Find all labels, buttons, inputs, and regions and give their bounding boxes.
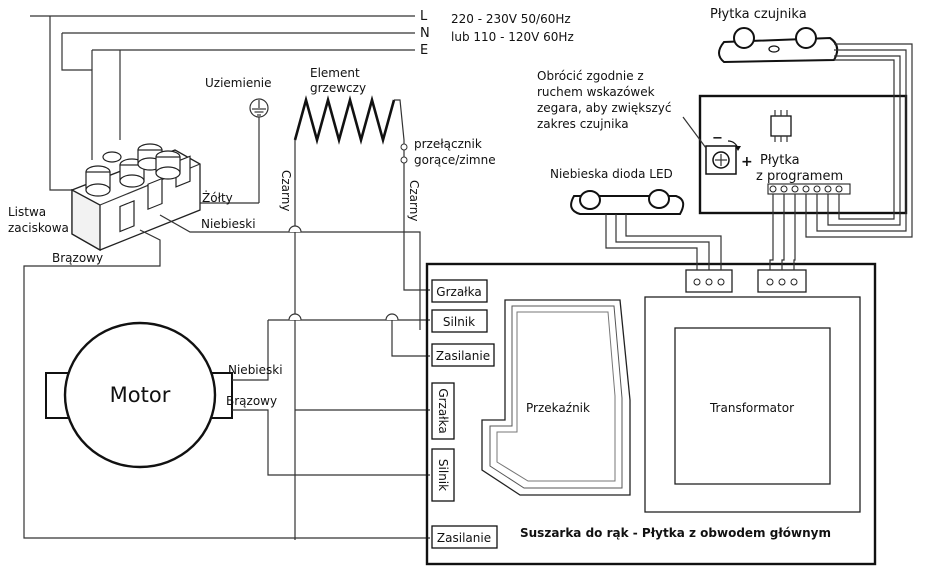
heating-element-label-2: grzewczy — [310, 81, 366, 95]
terminal-strip-label-1: Listwa — [8, 205, 46, 219]
sensor-wires — [805, 43, 913, 238]
heating-element-label-1: Element — [310, 66, 360, 80]
brown-label: Brązowy — [52, 251, 103, 265]
program-pins-icon — [767, 183, 851, 195]
supply-lines — [30, 15, 415, 51]
wire-heater-top — [403, 190, 430, 291]
motor-label: Motor — [110, 383, 171, 407]
transformer-icon — [644, 296, 861, 513]
svg-text:Zasilanie: Zasilanie — [437, 531, 491, 545]
terminal-power-bottom — [431, 525, 498, 549]
wire-blue-main — [159, 214, 421, 330]
wire-power-top — [391, 320, 430, 357]
program-to-main-wires — [769, 194, 796, 270]
terminal-power-top — [431, 343, 495, 367]
svg-text:Silnik: Silnik — [436, 459, 450, 491]
relay-label: Przekaźnik — [526, 401, 590, 415]
black-label-right: Czarny — [407, 180, 421, 221]
program-board-label-2: z programem — [756, 169, 843, 184]
rotate-note-3: zegara, aby zwiększyć — [537, 101, 671, 115]
motor-brown-wire — [232, 409, 430, 476]
rotate-note-1: Obrócić zgodnie z — [537, 69, 644, 83]
potentiometer-icon — [705, 140, 741, 175]
led-connector-icon — [685, 269, 733, 293]
terminal-heater-top — [431, 279, 488, 303]
ground-label: Uziemienie — [205, 76, 272, 90]
rotate-note-2: ruchem wskazówek — [537, 85, 655, 99]
minus-label: − — [712, 131, 723, 146]
hot-cold-switch-label-2: gorące/zimne — [414, 153, 496, 167]
svg-text:Zasilanie: Zasilanie — [436, 349, 490, 363]
main-board-title: Suszarka do rąk - Płytka z obwodem główn… — [520, 526, 831, 540]
sensor-board-icon — [718, 27, 839, 64]
yellow-label: Żółty — [202, 190, 233, 205]
motor-brown-label: Brązowy — [226, 394, 277, 408]
motor-blue-label: Niebieski — [228, 363, 283, 377]
main-board — [425, 262, 877, 566]
terminal-motor-top — [431, 309, 488, 333]
transformer-label: Transformator — [709, 401, 794, 415]
black-label-left: Czarny — [279, 170, 293, 211]
line-n-label: N — [420, 26, 430, 41]
program-connector-icon — [757, 269, 807, 293]
svg-text:Grzałka: Grzałka — [436, 285, 481, 299]
wire-brown-main — [23, 229, 430, 539]
program-board-label-1: Płytka — [760, 153, 800, 168]
motor-blue-wire — [232, 320, 269, 381]
svg-text:Silnik: Silnik — [443, 315, 475, 329]
led-board-icon — [570, 189, 685, 215]
blue-led-label: Niebieska dioda LED — [550, 167, 673, 181]
relay-icon — [481, 299, 631, 496]
rotate-note-4: zakres czujnika — [537, 117, 629, 131]
voltage-line-1: 220 - 230V 50/60Hz — [451, 12, 571, 26]
plus-label: + — [741, 154, 753, 170]
black-wire-right — [394, 99, 405, 190]
sensor-board-label: Płytka czujnika — [710, 7, 807, 22]
led-wires — [605, 214, 722, 270]
heating-element-icon — [293, 95, 396, 145]
terminal-strip-icon — [71, 143, 201, 252]
voltage-line-2: lub 110 - 120V 60Hz — [451, 30, 574, 44]
svg-text:Grzałka: Grzałka — [436, 388, 450, 433]
supply-drops — [49, 16, 121, 191]
motor-icon — [45, 321, 233, 469]
chip-icon — [770, 110, 792, 142]
ground-icon — [249, 98, 269, 203]
blue-label: Niebieski — [201, 217, 256, 231]
terminal-heater-side — [431, 382, 455, 440]
line-l-label: L — [420, 9, 428, 24]
hot-cold-switch-label-1: przełącznik — [414, 137, 482, 151]
terminal-strip-label-2: zaciskowa — [8, 221, 69, 235]
rotate-note-pointer — [682, 116, 707, 149]
terminal-motor-side — [431, 448, 455, 502]
line-e-label: E — [420, 43, 428, 58]
